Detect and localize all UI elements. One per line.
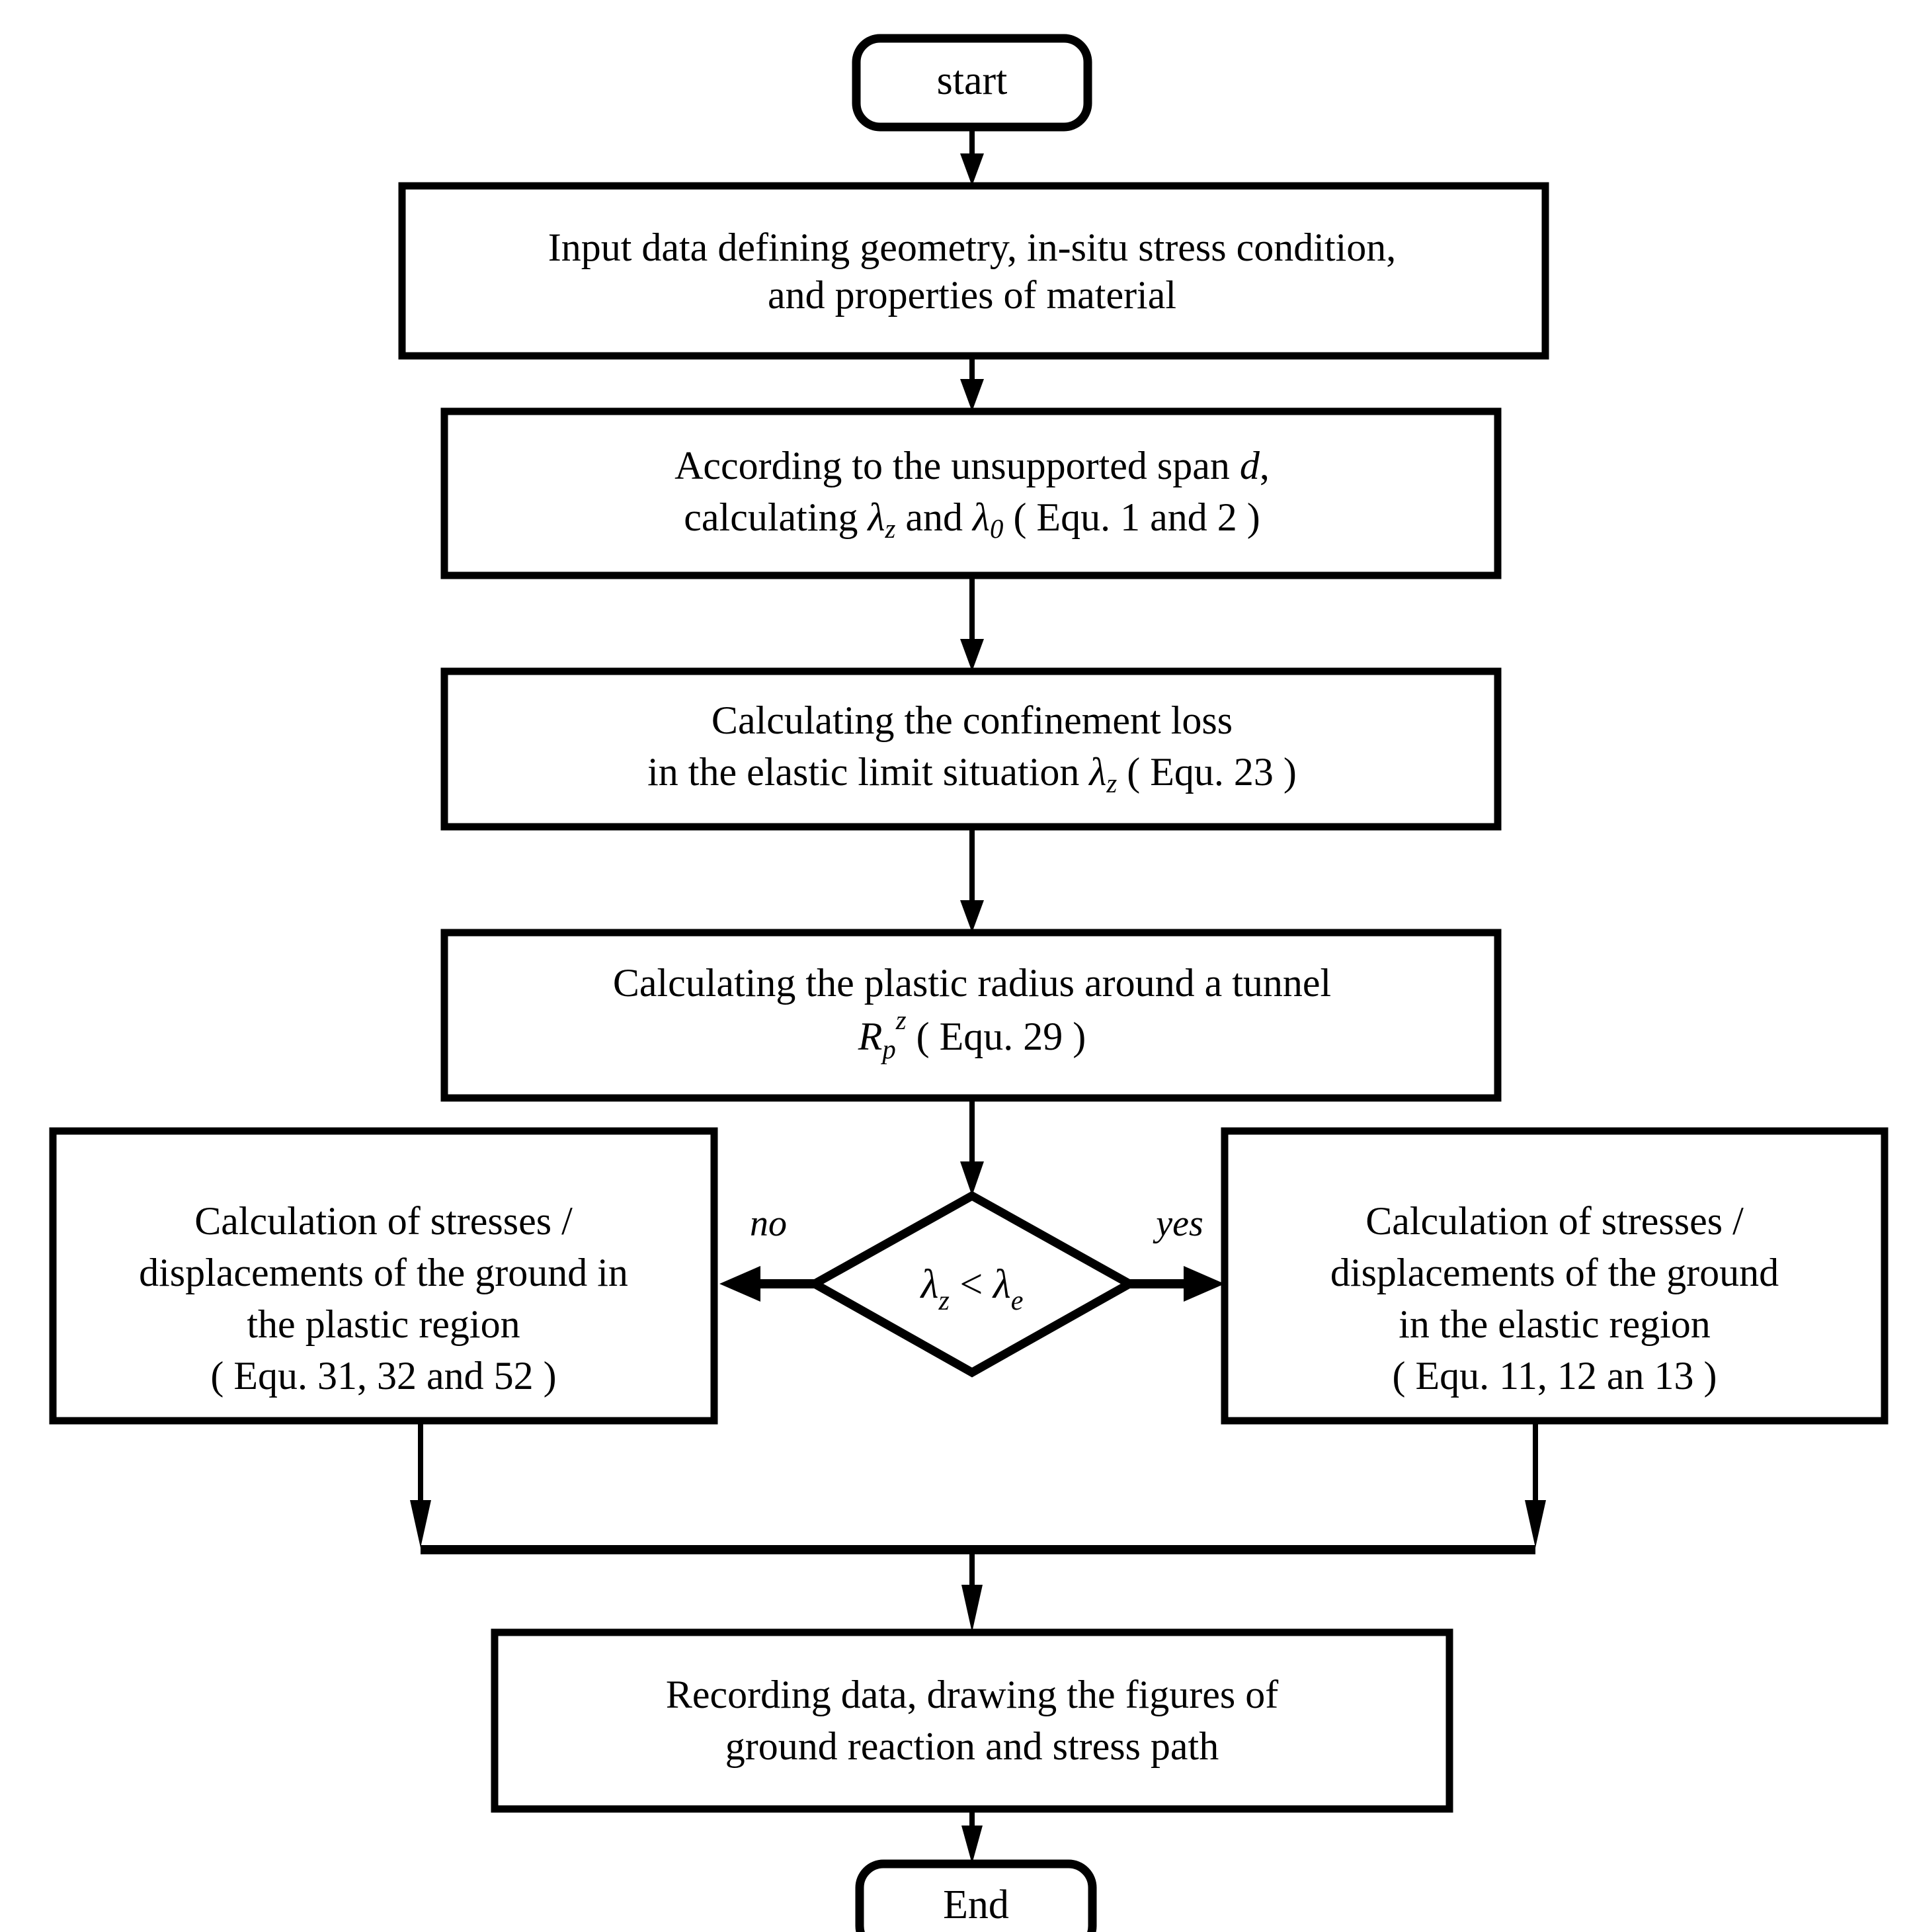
- start-shape[interactable]: [852, 34, 1092, 132]
- plastic-radius-sup-z: z: [895, 1005, 907, 1035]
- confinement-text-b: ( Equ. 23 ): [1117, 750, 1297, 794]
- confinement-loss-shape[interactable]: [440, 667, 1502, 831]
- elastic-region-line-2: displacements of the ground: [1330, 1251, 1779, 1294]
- edge-plastic-to-merge: [410, 1421, 431, 1548]
- decision-lambda-1: λ: [920, 1262, 939, 1307]
- node-end[interactable]: End: [855, 1859, 1097, 1932]
- span-sub-0: 0: [990, 514, 1003, 544]
- decision-sub-e: e: [1011, 1285, 1024, 1316]
- decision-shape[interactable]: [805, 1191, 1139, 1378]
- plastic-radius-sub-p: p: [880, 1034, 895, 1064]
- plastic-region-line-3: the plastic region: [247, 1302, 520, 1346]
- edge-decision-yes-right: [1129, 1266, 1225, 1302]
- unsupported-span-shape[interactable]: [440, 407, 1502, 579]
- span-lambda-1: λ: [867, 495, 885, 539]
- end-label: End: [943, 1882, 1009, 1927]
- edge-decision-no-left: [719, 1266, 815, 1302]
- decision-condition: λz < λe: [920, 1262, 1024, 1316]
- decision-sub-z: z: [938, 1285, 949, 1316]
- decision-lambda-2: λ: [992, 1262, 1011, 1307]
- edge-confinement-to-radius: [960, 827, 984, 933]
- edge-merge-to-recording: [961, 1550, 983, 1632]
- node-elastic-region[interactable]: Calculation of stresses / displacements …: [1221, 1127, 1889, 1425]
- span-lambda-2: λ: [971, 495, 990, 539]
- plastic-radius-shape[interactable]: [440, 929, 1502, 1102]
- node-start[interactable]: start: [852, 34, 1092, 132]
- elastic-region-line-4: ( Equ. 11, 12 an 13 ): [1392, 1354, 1717, 1398]
- plastic-radius-line-1: Calculating the plastic radius around a …: [613, 961, 1331, 1005]
- edge-span-to-confinement: [960, 575, 984, 671]
- span-calc-text: calculating: [684, 495, 868, 539]
- unsupported-span-line-1: According to the unsupported span d,: [674, 444, 1270, 487]
- elastic-region-shape[interactable]: [1221, 1127, 1889, 1425]
- edge-radius-to-decision: [960, 1098, 984, 1196]
- edge-elastic-to-merge: [1525, 1421, 1546, 1548]
- confinement-text-a: in the elastic limit situation: [647, 750, 1089, 794]
- recording-line-1: Recording data, drawing the figures of: [666, 1673, 1278, 1716]
- elastic-region-line-1: Calculation of stresses /: [1365, 1199, 1744, 1243]
- edge-start-to-input: [960, 127, 984, 186]
- span-equ-text: ( Equ. 1 and 2 ): [1003, 495, 1260, 539]
- decision-label-yes: yes: [1153, 1203, 1203, 1244]
- span-and-text: and: [895, 495, 973, 539]
- node-plastic-region[interactable]: Calculation of stresses / displacements …: [49, 1127, 718, 1425]
- recording-line-2: ground reaction and stress path: [725, 1724, 1219, 1768]
- plastic-region-shape[interactable]: [49, 1127, 718, 1425]
- start-label: start: [937, 58, 1008, 103]
- span-text-b: ,: [1260, 444, 1270, 487]
- decision-operator: <: [950, 1262, 993, 1307]
- plastic-radius-equ: ( Equ. 29 ): [907, 1015, 1086, 1058]
- plastic-region-line-4: ( Equ. 31, 32 and 52 ): [210, 1354, 556, 1398]
- plastic-region-line-1: Calculation of stresses /: [194, 1199, 573, 1243]
- node-decision[interactable]: λz < λe no yes: [750, 1191, 1203, 1378]
- plastic-region-line-2: displacements of the ground in: [139, 1251, 628, 1294]
- input-data-line-1: Input data defining geometry, in-situ st…: [548, 226, 1397, 269]
- plastic-radius-var-R: R: [858, 1015, 883, 1058]
- node-input-data[interactable]: Input data defining geometry, in-situ st…: [398, 182, 1549, 360]
- node-recording[interactable]: Recording data, drawing the figures of g…: [491, 1628, 1453, 1813]
- recording-shape[interactable]: [491, 1628, 1453, 1813]
- end-shape[interactable]: [855, 1859, 1097, 1932]
- node-unsupported-span[interactable]: According to the unsupported span d, cal…: [440, 407, 1502, 579]
- confinement-sub-z: z: [1106, 769, 1117, 798]
- input-data-shape[interactable]: [398, 182, 1549, 360]
- edge-recording-to-end: [961, 1809, 983, 1864]
- span-text-a: According to the unsupported span: [674, 444, 1240, 487]
- unsupported-span-line-2: calculating λz and λ0 ( Equ. 1 and 2 ): [684, 495, 1260, 544]
- plastic-radius-line-2: Rpz ( Equ. 29 ): [858, 1005, 1086, 1064]
- span-var-d: d: [1240, 444, 1260, 487]
- edge-input-to-span: [960, 356, 984, 411]
- input-data-line-2: and properties of material: [768, 273, 1176, 317]
- node-plastic-radius[interactable]: Calculating the plastic radius around a …: [440, 929, 1502, 1102]
- confinement-loss-line-2: in the elastic limit situation λz ( Equ.…: [647, 750, 1297, 799]
- connectors-layer: [410, 127, 1546, 1864]
- confinement-loss-line-1: Calculating the confinement loss: [712, 698, 1233, 742]
- confinement-lambda: λ: [1088, 750, 1106, 794]
- span-sub-z: z: [885, 514, 896, 544]
- decision-label-no: no: [750, 1203, 787, 1244]
- node-confinement-loss[interactable]: Calculating the confinement loss in the …: [440, 667, 1502, 831]
- elastic-region-line-3: in the elastic region: [1399, 1302, 1711, 1346]
